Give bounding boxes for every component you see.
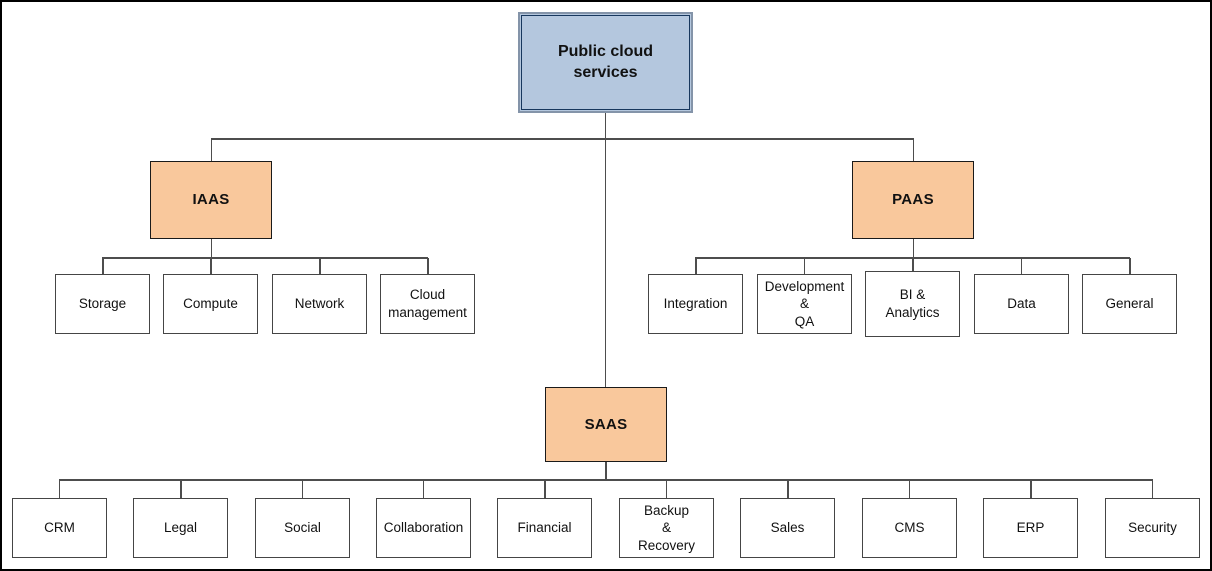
connector-top-horizontal (210, 138, 914, 140)
node-iaas: IAAS (150, 161, 272, 239)
node-general-label: General (1105, 296, 1154, 312)
connector-stub-storage (102, 258, 104, 274)
connector-stub-sales (787, 480, 789, 498)
node-legal: Legal (133, 498, 228, 558)
node-crm-label: CRM (44, 520, 75, 536)
node-social-label: Social (284, 520, 321, 536)
node-public-cloud-services-label: Public cloud services (557, 42, 654, 81)
node-cms: CMS (862, 498, 957, 558)
connector-stub-legal (180, 480, 182, 498)
node-integration-label: Integration (663, 296, 728, 312)
node-saas-label: SAAS (584, 415, 628, 433)
connector-stub-general (1129, 258, 1131, 274)
node-crm: CRM (12, 498, 107, 558)
node-development-qa-label: Development & QA (764, 278, 845, 329)
node-collaboration: Collaboration (376, 498, 471, 558)
node-saas: SAAS (545, 387, 667, 462)
connector-stub-erp (1030, 480, 1032, 498)
node-public-cloud-services: Public cloud services (518, 12, 693, 113)
node-social: Social (255, 498, 350, 558)
node-general: General (1082, 274, 1177, 334)
node-security-label: Security (1128, 520, 1177, 536)
node-backup-recovery-label: Backup & Recovery (637, 502, 696, 553)
node-cloud-management-label: Cloud management (388, 287, 467, 320)
connector-stub-development-qa (803, 258, 805, 274)
connector-paas-horizontal (695, 257, 1130, 259)
connector-stub-social (301, 480, 304, 498)
node-security: Security (1105, 498, 1200, 558)
connector-stub-data (1020, 258, 1022, 274)
node-financial-label: Financial (517, 520, 572, 536)
node-network-label: Network (294, 296, 345, 312)
node-cloud-management: Cloud management (380, 274, 475, 334)
node-storage: Storage (55, 274, 150, 334)
node-integration: Integration (648, 274, 743, 334)
connector-paas-drop (912, 239, 914, 258)
connector-stub-compute (210, 258, 212, 274)
connector-iaas-horizontal (102, 257, 428, 259)
node-data: Data (974, 274, 1069, 334)
node-bi-analytics: BI & Analytics (865, 271, 960, 337)
connector-saas-horizontal (59, 479, 1153, 481)
node-compute: Compute (163, 274, 258, 334)
node-compute-label: Compute (183, 296, 238, 312)
node-sales-label: Sales (770, 520, 805, 536)
node-sales: Sales (740, 498, 835, 558)
connector-saas-drop (605, 462, 607, 480)
connector-stub-security (1151, 480, 1154, 498)
node-network: Network (272, 274, 367, 334)
connector-stub-cms (908, 480, 911, 498)
connector-stub-financial (544, 480, 546, 498)
node-erp: ERP (983, 498, 1078, 558)
node-paas-label: PAAS (892, 191, 934, 209)
connector-root-trunk (604, 113, 606, 387)
connector-iaas-drop (210, 239, 212, 258)
connector-stub-backup-recovery (665, 480, 668, 498)
node-bi-analytics-label: BI & Analytics (885, 287, 940, 320)
node-backup-recovery: Backup & Recovery (619, 498, 714, 558)
connector-stub-paas (912, 138, 914, 161)
node-storage-label: Storage (78, 296, 127, 312)
connector-stub-bi-analytics (912, 258, 914, 271)
node-financial: Financial (497, 498, 592, 558)
node-erp-label: ERP (1016, 520, 1045, 536)
node-legal-label: Legal (163, 520, 198, 536)
node-data-label: Data (1007, 296, 1036, 312)
connector-stub-crm (58, 480, 61, 498)
connector-stub-network (319, 258, 321, 274)
node-paas: PAAS (852, 161, 974, 239)
node-collaboration-label: Collaboration (383, 520, 464, 536)
connector-stub-collaboration (422, 480, 425, 498)
node-development-qa: Development & QA (757, 274, 852, 334)
node-cms-label: CMS (894, 520, 925, 536)
connector-stub-iaas (210, 138, 212, 161)
connector-stub-integration (695, 258, 697, 274)
connector-stub-cloud-management (427, 258, 429, 274)
node-iaas-label: IAAS (192, 191, 230, 209)
